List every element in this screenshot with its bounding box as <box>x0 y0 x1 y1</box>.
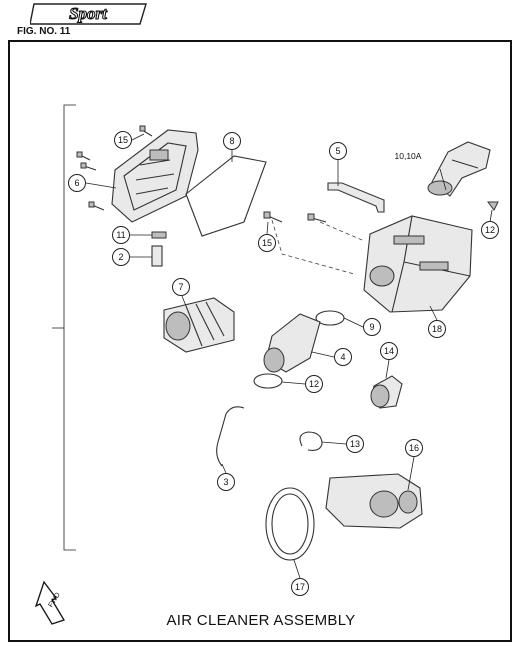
svg-text:14: 14 <box>384 346 394 356</box>
intake-duct <box>427 141 491 197</box>
carb-adapter <box>370 375 403 409</box>
svg-text:18: 18 <box>432 324 442 334</box>
callout-3: 3 <box>217 473 235 491</box>
mounting-bracket <box>327 182 385 213</box>
callout-11: 11 <box>112 226 130 244</box>
svg-text:12: 12 <box>485 225 495 235</box>
box-screws <box>263 211 327 223</box>
callout-16: 16 <box>405 439 423 457</box>
figure-label: FIG. NO. 11 <box>17 26 71 37</box>
svg-text:13: 13 <box>350 439 360 449</box>
svg-text:16: 16 <box>409 443 419 453</box>
callout-17: 17 <box>291 578 309 596</box>
drain-plug <box>151 245 163 267</box>
spring-clamp <box>299 431 323 451</box>
callout-2: 2 <box>112 248 130 266</box>
callout-15-mid: 15 <box>258 234 276 252</box>
assembly-bracket <box>63 104 76 551</box>
svg-text:17: 17 <box>295 582 305 592</box>
svg-text:12: 12 <box>309 379 319 389</box>
callout-9: 9 <box>363 318 381 336</box>
svg-text:4: 4 <box>340 352 345 362</box>
svg-text:15: 15 <box>118 135 128 145</box>
intake-snorkel <box>325 473 423 529</box>
callout-7: 7 <box>172 278 190 296</box>
cover-gasket <box>185 155 267 237</box>
svg-text:3: 3 <box>223 477 228 487</box>
sport-logo-text: Sport <box>69 4 108 23</box>
callout-8: 8 <box>223 132 241 150</box>
svg-text:5: 5 <box>335 146 340 156</box>
tube-clamp <box>253 373 283 389</box>
callout-10: 10,10A <box>395 151 422 161</box>
svg-text:9: 9 <box>369 322 374 332</box>
svg-text:10,10A: 10,10A <box>395 151 422 161</box>
callout-18: 18 <box>428 320 446 338</box>
diagram-frame <box>8 40 512 642</box>
filter-element <box>163 297 235 353</box>
svg-text:6: 6 <box>74 178 79 188</box>
svg-text:11: 11 <box>116 230 125 240</box>
svg-text:8: 8 <box>229 136 234 146</box>
grommet <box>151 231 167 239</box>
callout-15-top: 15 <box>114 131 132 149</box>
fwd-arrow-icon: FWD <box>34 580 65 625</box>
callout-5: 5 <box>329 142 347 160</box>
callout-4: 4 <box>334 348 352 366</box>
callout-13: 13 <box>346 435 364 453</box>
diagram-title: AIR CLEANER ASSEMBLY <box>166 612 356 629</box>
connecting-tube <box>263 313 321 373</box>
cover-screws <box>76 125 153 211</box>
clip-small <box>487 201 499 211</box>
callout-6: 6 <box>68 174 86 192</box>
callout-12-top: 12 <box>481 221 499 239</box>
svg-text:15: 15 <box>262 238 272 248</box>
seal-ring <box>265 487 315 561</box>
svg-text:7: 7 <box>178 282 183 292</box>
air-cleaner-box <box>363 215 473 313</box>
sport-logo: Sport <box>30 3 147 25</box>
air-cleaner-cover <box>111 129 199 223</box>
breather-hose <box>216 406 245 467</box>
callout-12-mid: 12 <box>305 375 323 393</box>
callout-14: 14 <box>380 342 398 360</box>
svg-text:2: 2 <box>118 252 123 262</box>
